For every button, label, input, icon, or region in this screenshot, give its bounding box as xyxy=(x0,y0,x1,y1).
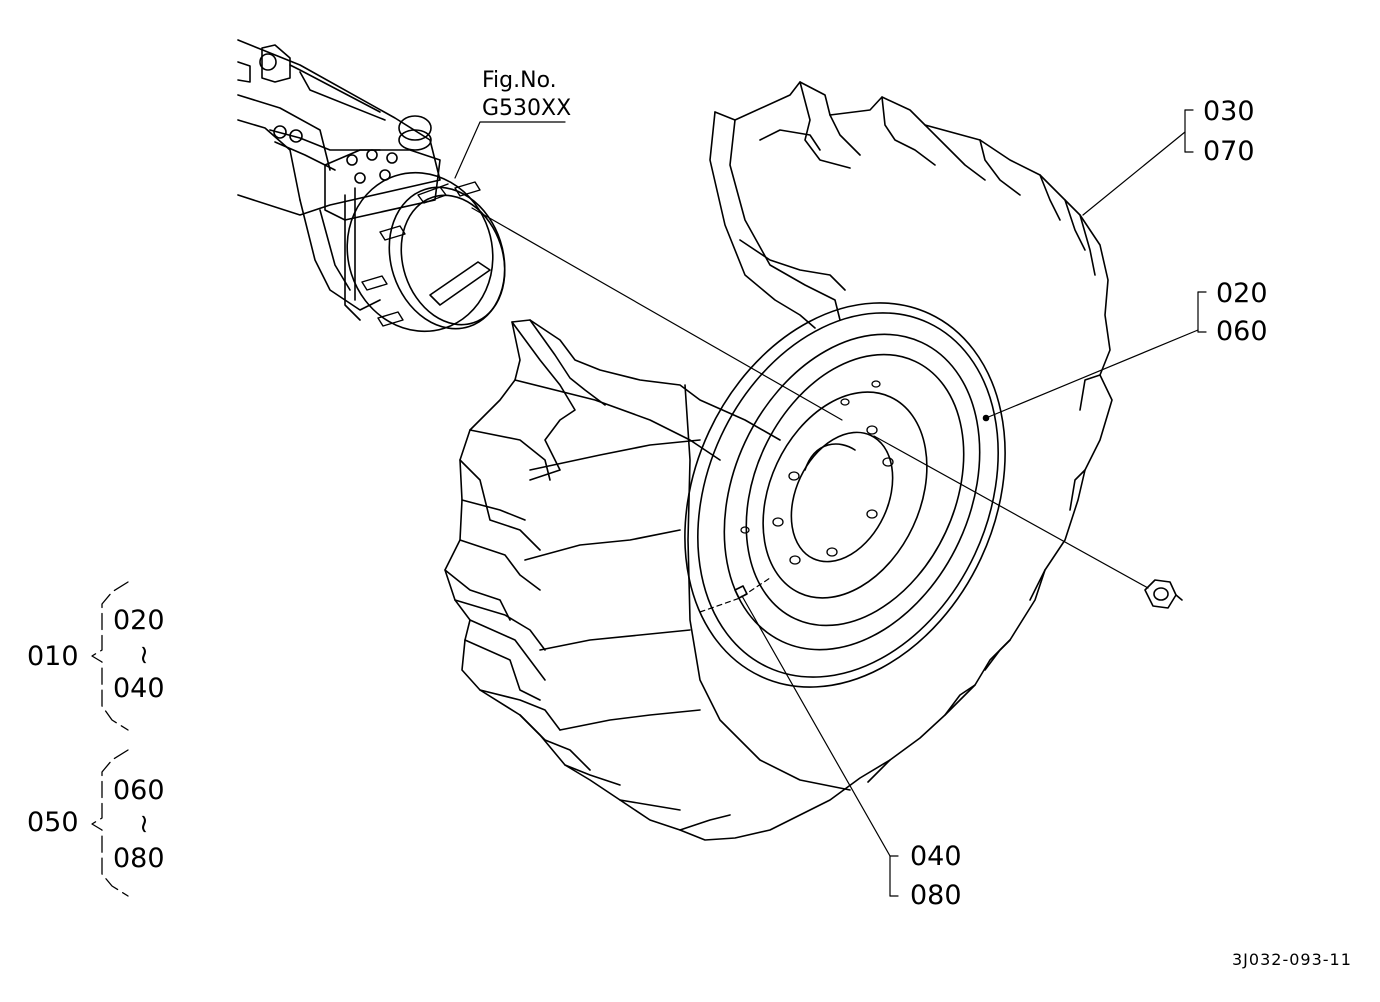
group-010-range-separator: ~ xyxy=(128,644,159,666)
group-050-from: 060 xyxy=(113,775,165,806)
group-050-range-separator: ~ xyxy=(128,813,159,835)
callout-020: 020 xyxy=(1216,278,1268,309)
figure-number-label: Fig.No. xyxy=(482,68,557,93)
wheel-nut xyxy=(1144,579,1183,609)
drawing-number: 3J032-093-11 xyxy=(1232,950,1352,969)
group-050-parent: 050 xyxy=(27,807,79,838)
group-010-from: 020 xyxy=(113,605,165,636)
axle-hub-assembly xyxy=(237,39,506,333)
callout-030: 030 xyxy=(1203,96,1255,127)
callout-040: 040 xyxy=(910,841,962,872)
callout-060: 060 xyxy=(1216,316,1268,347)
leader-lines xyxy=(454,109,1207,897)
callout-080: 080 xyxy=(910,880,962,911)
figure-number-value: G530XX xyxy=(482,96,572,121)
group-brackets xyxy=(91,581,129,897)
callout-070: 070 xyxy=(1203,136,1255,167)
group-050-to: 080 xyxy=(113,843,165,874)
group-010-parent: 010 xyxy=(27,641,79,672)
group-010-to: 040 xyxy=(113,673,165,704)
wheel-rim xyxy=(684,302,1006,688)
tire xyxy=(444,81,1113,841)
